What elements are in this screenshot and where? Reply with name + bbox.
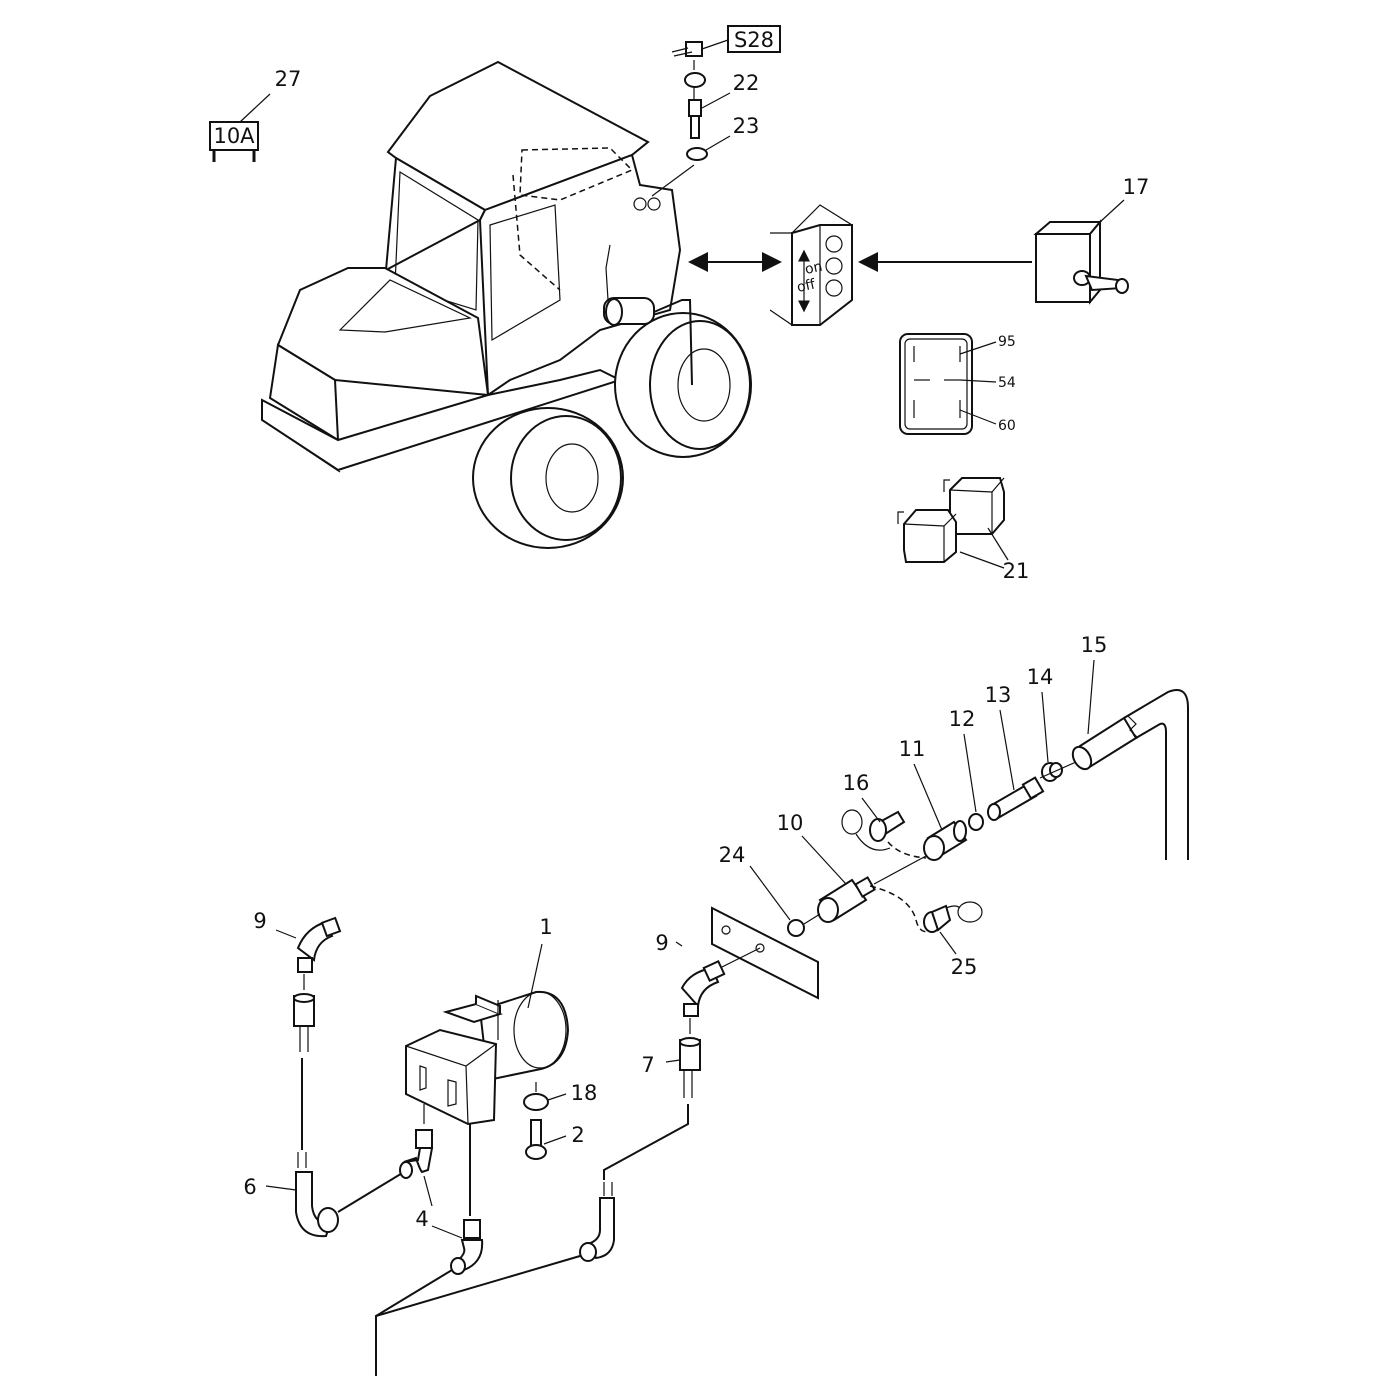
callout-1: 1 [539, 915, 552, 939]
switch-panel: on off [769, 204, 853, 326]
leader-27 [239, 93, 271, 123]
coupler-part-11 [923, 820, 968, 861]
callout-9-left: 9 [253, 909, 266, 933]
fuse-rating-label: 10A [213, 124, 255, 148]
callout-13: 13 [985, 683, 1012, 707]
relay-pin-95: 95 [998, 334, 1016, 350]
callout-14: 14 [1027, 665, 1054, 689]
bolt-part-2 [525, 1119, 547, 1160]
callout-17: 17 [1123, 175, 1150, 199]
oring-part-12 [968, 813, 984, 831]
relay-pin-60: 60 [998, 418, 1016, 434]
callout-27: 27 [275, 67, 302, 91]
relay-pin-54: 54 [998, 375, 1016, 391]
nut-part-14 [1041, 762, 1063, 782]
fuse-part-27: 10A [209, 121, 259, 162]
hose-part-15 [1071, 689, 1189, 860]
callout-12: 12 [949, 707, 976, 731]
hose-end-left-top [293, 993, 315, 1052]
cap-part-25 [923, 901, 983, 933]
s28-label: S28 [734, 28, 774, 52]
pump-part-1 [405, 990, 570, 1126]
dust-cap-part-16 [841, 809, 906, 851]
callout-7: 7 [641, 1053, 654, 1077]
elbow-part-4-upper [399, 1129, 434, 1179]
s28-box [727, 25, 781, 53]
coupler-part-10 [817, 876, 876, 923]
hose-end-part-6 [295, 1152, 339, 1238]
callout-15: 15 [1081, 633, 1108, 657]
callout-11: 11 [899, 737, 926, 761]
panel-on-text: on [804, 259, 824, 278]
sensor-part-22 [688, 99, 702, 139]
callout-4: 4 [415, 1207, 428, 1231]
machine-illustration [261, 60, 752, 549]
toggle-switch-part-17 [1033, 219, 1129, 305]
fitting-part-13 [987, 776, 1045, 821]
washer-part-18 [523, 1093, 549, 1111]
callout-2: 2 [571, 1123, 584, 1147]
seal-ring [684, 72, 706, 88]
callout-25: 25 [951, 955, 978, 979]
panel-off-text: off [796, 276, 817, 296]
callout-23: 23 [733, 114, 760, 138]
bulkhead-plate [711, 906, 819, 1000]
elbow-lower-right [579, 1197, 615, 1262]
callout-21: 21 [1003, 559, 1030, 583]
washer-part-24 [787, 919, 805, 937]
relay-part-21 [897, 477, 1005, 563]
callout-6: 6 [243, 1175, 256, 1199]
elbow-part-9-right [680, 959, 726, 1017]
callout-16: 16 [843, 771, 870, 795]
switch-sensor-s28 [671, 39, 729, 57]
callout-22: 22 [733, 71, 760, 95]
callout-9-right: 9 [655, 931, 668, 955]
elbow-part-9-left [296, 916, 342, 973]
elbow-part-4-lower [450, 1219, 484, 1275]
callout-18: 18 [571, 1081, 598, 1105]
hose-end-part-7 [679, 1037, 701, 1098]
callout-24: 24 [719, 843, 746, 867]
washer-part-23 [686, 147, 708, 161]
relay-pin-diagram [899, 333, 997, 435]
callout-10: 10 [777, 811, 804, 835]
